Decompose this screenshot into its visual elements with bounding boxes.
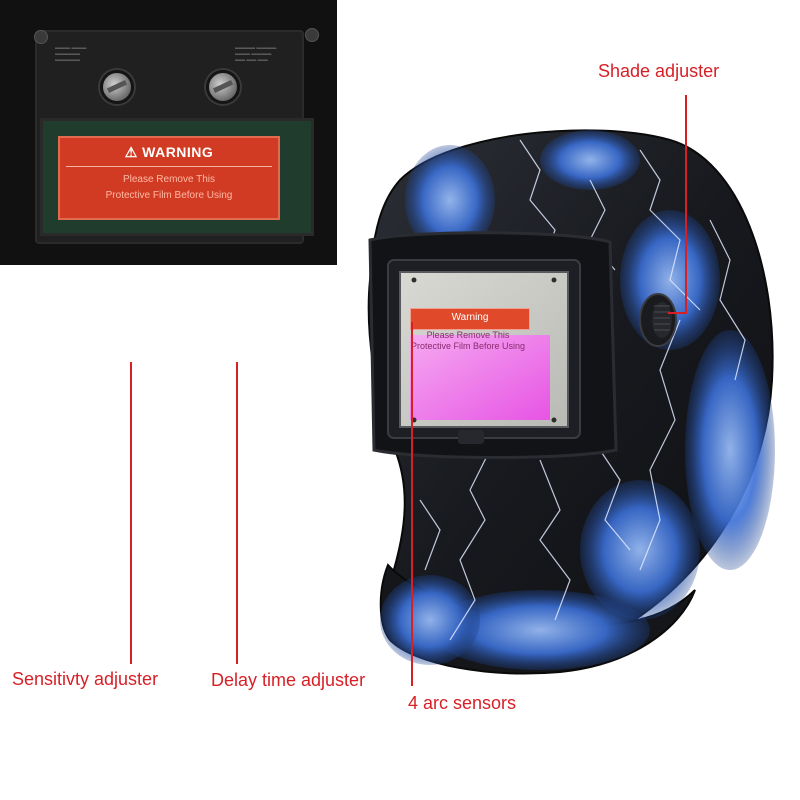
callout-line-sensitivity — [130, 362, 132, 664]
helmet-warning-line2: Protective Film Before Using — [410, 341, 526, 351]
inset-closeup-panel: ▬▬▬ ▬▬▬▬▬▬▬▬▬▬▬▬▬ ▬▬▬▬ ▬▬▬▬▬▬▬ ▬▬▬▬▬▬ ▬▬… — [0, 0, 337, 265]
callout-line-arc-sensors — [411, 322, 413, 686]
screw — [305, 28, 319, 42]
helmet-warning-line1: Please Remove This — [426, 330, 510, 340]
delay-time-adjuster-label: Delay time adjuster — [211, 670, 366, 690]
inset-warning-sticker: ⚠ WARNING Please Remove This Protective … — [58, 136, 280, 220]
shade-knob — [639, 293, 677, 347]
callout-line-shade — [685, 95, 687, 313]
callout-line-shade-tick — [668, 312, 687, 314]
callout-line-delay — [236, 362, 238, 664]
delay-time-knob — [206, 70, 240, 104]
arc-sensor — [551, 417, 557, 423]
sensitivity-adjuster-label: Sensitivty adjuster — [12, 669, 159, 689]
arc-sensor — [411, 277, 417, 283]
inset-warning-line1: Please Remove This — [122, 174, 216, 185]
inset-warning-line2: Protective Film Before Using — [105, 190, 233, 201]
screw — [34, 30, 48, 44]
inset-fine-print-right: ▬▬▬▬ ▬▬▬▬▬▬▬ ▬▬▬▬▬▬ ▬▬ ▬▬ — [235, 45, 277, 63]
inset-fine-print-left: ▬▬▬ ▬▬▬▬▬▬▬▬▬▬▬▬▬ — [55, 45, 87, 63]
welding-helmet-image — [367, 129, 775, 675]
inset-warning-title: WARNING — [142, 144, 214, 160]
arc-sensor — [551, 277, 557, 283]
helmet-warning-sticker: Warning — [410, 308, 530, 330]
shade-adjuster-label: Shade adjuster — [598, 61, 720, 81]
helmet-warning-body: Please Remove This Protective Film Befor… — [406, 330, 530, 370]
helmet-warning-title: Warning — [451, 312, 489, 323]
arc-sensors-label: 4 arc sensors — [408, 693, 517, 713]
warning-triangle-icon: ⚠ — [124, 144, 143, 160]
sensitivity-knob — [100, 70, 134, 104]
